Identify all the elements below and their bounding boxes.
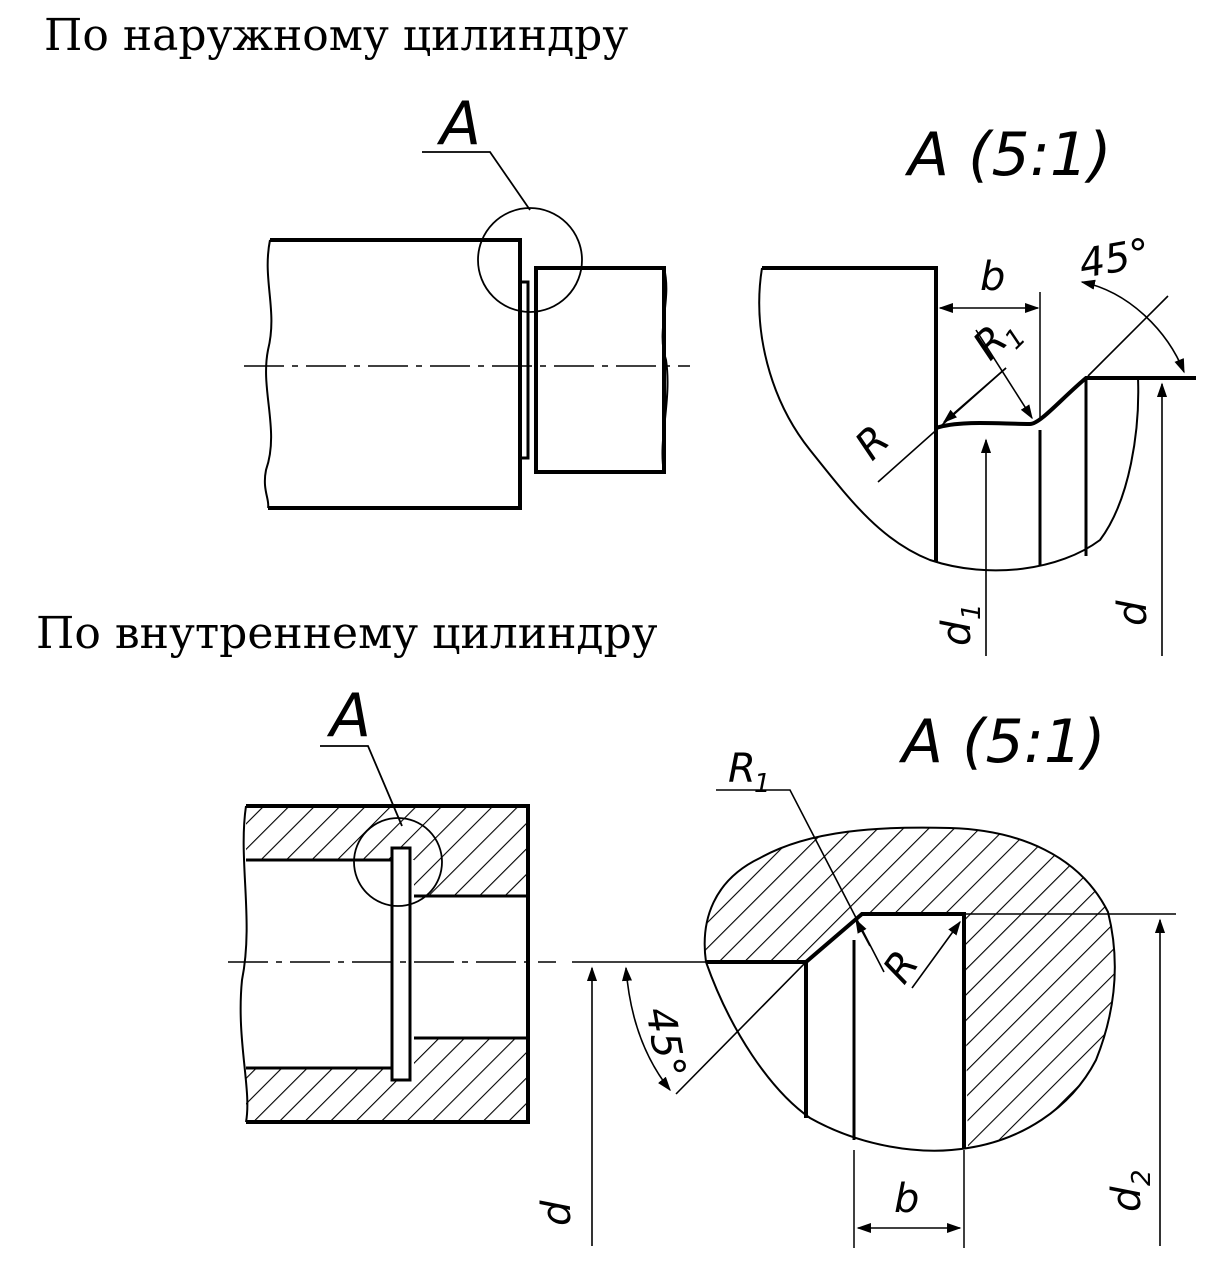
heading-inner-cylinder: По внутреннему цилиндру (36, 608, 658, 659)
label-r1-inner-sub: 1 (754, 769, 771, 799)
label-d2-inner-base: d (1104, 1186, 1150, 1212)
label-d-inner: d (534, 1200, 580, 1226)
label-angle-inner: 45° (636, 1004, 694, 1082)
label-d2-inner: d 2 (1104, 1169, 1157, 1212)
label-b-inner: b (894, 1176, 919, 1222)
inner-view (228, 745, 556, 1124)
label-angle-outer: 45° (1076, 230, 1154, 288)
label-r-outer: R (847, 417, 899, 469)
label-r1-outer: R 1 (965, 317, 1033, 369)
inner-detail (572, 789, 1176, 1248)
view-letter-outer: A (436, 89, 481, 159)
label-d-outer: d (1110, 600, 1156, 626)
detail-title-inner: A (5:1) (898, 707, 1106, 777)
outer-view (244, 151, 690, 510)
label-d1-outer: d 1 (934, 603, 987, 646)
label-d1-outer-base: d (934, 620, 980, 646)
outer-detail (758, 266, 1196, 656)
label-r-inner: R (875, 943, 929, 992)
detail-title-outer: A (5:1) (904, 120, 1112, 190)
label-r1-inner-base: R (728, 746, 756, 792)
label-b-outer: b (980, 254, 1005, 300)
label-d1-outer-sub: 1 (957, 603, 987, 620)
label-r1-inner: R 1 (728, 746, 771, 799)
view-letter-inner: A (326, 681, 371, 751)
label-d2-inner-sub: 2 (1127, 1169, 1157, 1186)
heading-outer-cylinder: По наружному цилиндру (44, 10, 629, 61)
